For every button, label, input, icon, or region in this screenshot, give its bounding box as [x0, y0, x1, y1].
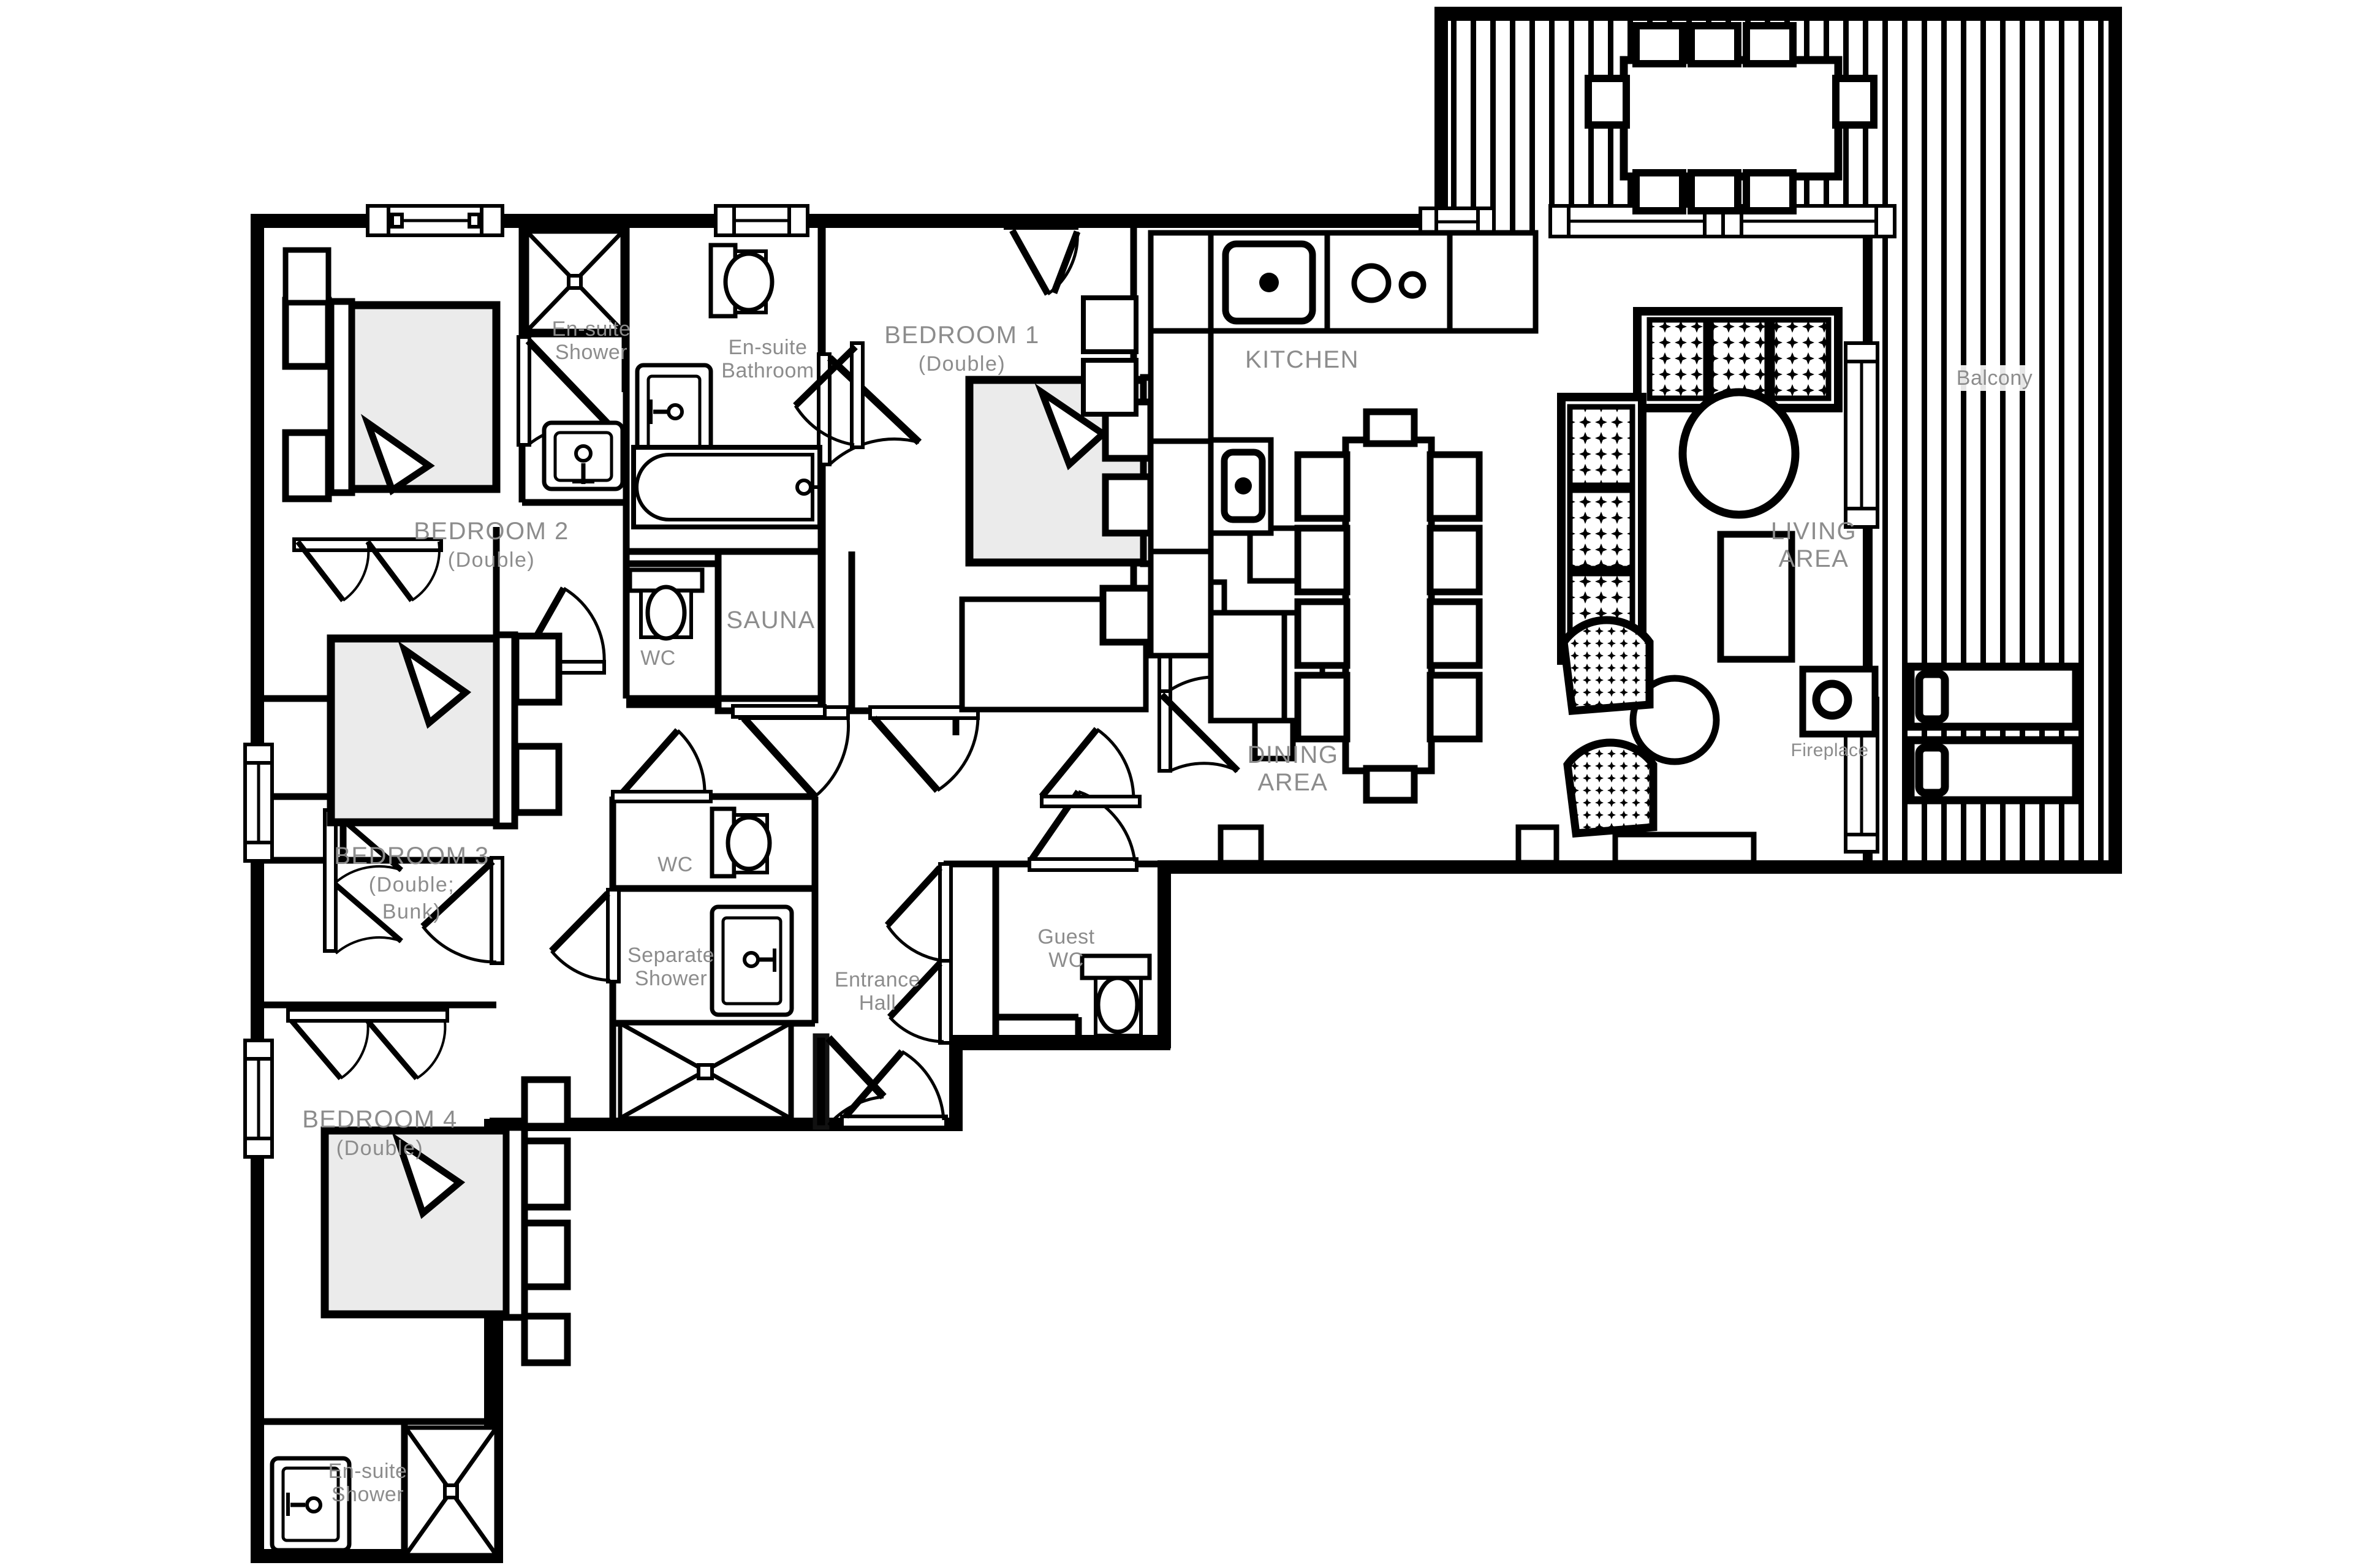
sofa-horizontal [1633, 307, 1843, 412]
dining-table [1342, 408, 1435, 804]
balcony-lounge-furniture [1906, 662, 2080, 805]
bed-bedroom4 [320, 1076, 571, 1366]
wardrobe-bedroom4 [286, 1008, 449, 1080]
door-corridor-left [731, 704, 827, 719]
console-table [1717, 531, 1795, 663]
door-bedroom1-top [1004, 226, 1081, 296]
shower-tray-ensuite-1 [525, 229, 625, 333]
window-ensuite-top [714, 204, 809, 237]
shower-tray-separate [618, 1021, 793, 1121]
window-left-bedroom4 [243, 1039, 274, 1159]
window-bedroom2-top [366, 204, 504, 237]
door-bedroom3 [420, 856, 504, 965]
window-left-bedroom3 [243, 743, 274, 863]
coffee-table-round [1678, 388, 1800, 519]
door-separate-shower [549, 888, 621, 983]
misc-fixtures [1081, 295, 1139, 417]
armchair-upper [1559, 616, 1654, 715]
dining-chairs [1294, 451, 1483, 743]
door-corridor-bedroom1 [868, 705, 980, 793]
toilet-ensuite-bathroom [708, 243, 775, 319]
sofa-vertical [1557, 393, 1646, 665]
door-ensuite-bath-2 [793, 341, 865, 449]
washbasin-ensuite-2 [270, 1456, 352, 1553]
door-guest-wc-lower [887, 959, 953, 1045]
balcony-dining-table [1585, 22, 1877, 214]
toilet-wc-upper [627, 567, 705, 641]
toilet-wc-lower [710, 806, 772, 879]
door-bedroom1-right-lower [1158, 689, 1240, 773]
washbasin-separate-shower [710, 904, 794, 1017]
washbasin-ensuite-1 [542, 420, 625, 491]
fireplace-unit [1799, 665, 1879, 738]
wardrobe-bedroom2 [292, 537, 443, 602]
bed-bedroom2 [282, 247, 501, 502]
bathtub-ensuite [631, 445, 824, 529]
bed-bedroom3 [327, 631, 563, 830]
washbasin-ensuite-bathroom [635, 363, 713, 462]
toilet-guest-wc [1080, 953, 1152, 1037]
armchair-lower [1563, 738, 1658, 838]
door-corridor-mid [1039, 727, 1142, 808]
shower-tray-ensuite-2 [403, 1425, 499, 1558]
sliding-door-living-right-upper [1844, 341, 1879, 529]
wall-units-bottom [1218, 824, 1757, 866]
door-guest-wc-upper [884, 862, 953, 964]
kitchen-units [1148, 230, 1539, 762]
doors [286, 226, 1240, 1424]
door-wc-upper [611, 728, 713, 803]
side-table-round [1629, 675, 1720, 765]
door-entrance-front [813, 1033, 887, 1130]
